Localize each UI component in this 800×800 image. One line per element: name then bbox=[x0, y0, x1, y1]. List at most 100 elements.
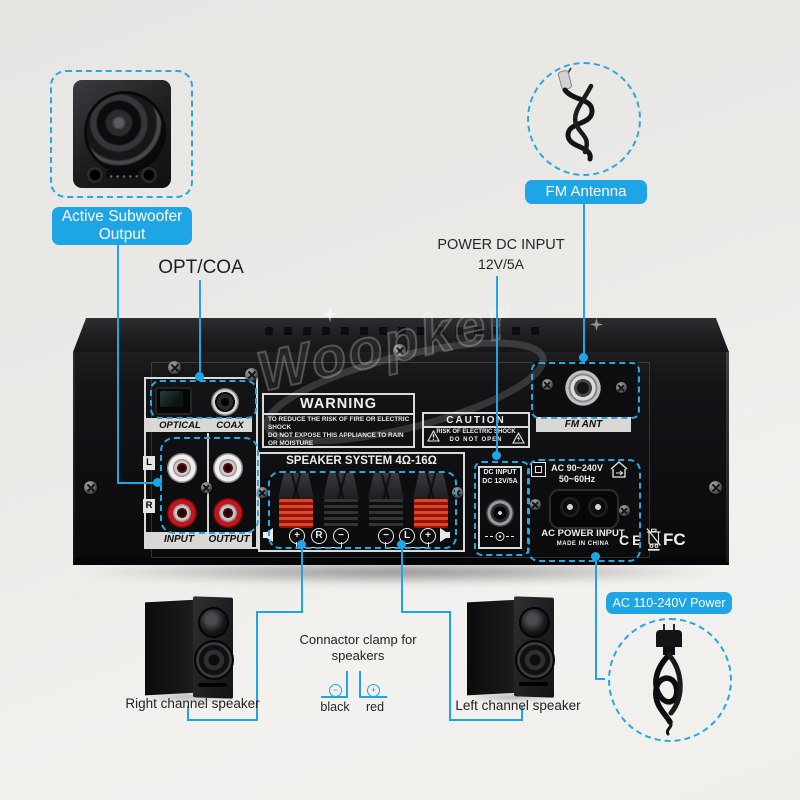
ac-power-line bbox=[595, 678, 605, 680]
dc-input-plate bbox=[478, 466, 522, 549]
speaker-system-label: SPEAKER SYSTEM 4Ω-16Ω bbox=[286, 455, 437, 467]
terminal-minus-symbol: − bbox=[378, 528, 394, 544]
ac-power-label-text: AC 110-240V Power bbox=[612, 595, 726, 610]
ac-inlet-c8 bbox=[549, 489, 619, 529]
screw-icon bbox=[393, 344, 406, 357]
fm-antenna-callout-line bbox=[583, 204, 585, 358]
screw-icon bbox=[201, 482, 212, 493]
vent-slots bbox=[265, 327, 541, 335]
tweeter-icon bbox=[198, 607, 229, 638]
speaker-shadow bbox=[462, 692, 562, 702]
clamp-red-label: red bbox=[365, 700, 385, 714]
speaker-shadow bbox=[140, 692, 240, 702]
right-speaker-line bbox=[187, 706, 189, 721]
rca-input-left bbox=[167, 453, 197, 483]
caution-title: CAUTION bbox=[424, 414, 528, 428]
power-cable-callout-circle bbox=[608, 618, 732, 742]
subwoofer-callout-line bbox=[117, 245, 119, 484]
coax-label: COAX bbox=[216, 420, 244, 431]
left-speaker-line bbox=[401, 545, 403, 613]
caution-plate: CAUTION RISK OF ELECTRIC SHOCK DO NOT OP… bbox=[422, 412, 530, 448]
ac-power-label: AC 110-240V Power bbox=[606, 592, 732, 614]
fm-ant-target-box bbox=[531, 362, 640, 419]
right-speaker-image bbox=[145, 596, 234, 699]
power-dc-input-value: 12V/5A bbox=[478, 256, 524, 272]
warning-plate: WARNING TO REDUCE THE RISK OF FIRE OR EL… bbox=[262, 393, 415, 448]
left-speaker-line bbox=[449, 719, 523, 721]
speaker-terminals-target-box bbox=[268, 471, 457, 549]
dc-input-target-box bbox=[474, 461, 530, 556]
tweeter-icon bbox=[519, 607, 550, 638]
dc-polarity-icon bbox=[485, 532, 515, 541]
power-cable-image bbox=[653, 624, 683, 736]
made-in-china-label: MADE IN CHINA bbox=[556, 541, 610, 547]
clamp-lever-black bbox=[324, 499, 358, 528]
dc-barrel-jack bbox=[486, 499, 514, 527]
woofer-icon bbox=[194, 640, 234, 680]
ac-power-input-label: AC POWER INPUT bbox=[541, 528, 625, 539]
warning-text: TO REDUCE THE RISK OF FIRE OR ELECTRIC S… bbox=[268, 416, 414, 448]
subwoofer-knobs-icon bbox=[106, 170, 138, 178]
screw-icon bbox=[452, 487, 463, 498]
coax-port bbox=[211, 388, 239, 416]
terminal-r-symbol: R bbox=[311, 528, 327, 544]
left-speaker-line bbox=[521, 706, 523, 721]
optical-port bbox=[155, 387, 192, 415]
ce-mark: CE bbox=[619, 532, 645, 548]
opt-coa-label: OPT/COA bbox=[158, 257, 244, 278]
clamp-note: Connactor clamp for speakers bbox=[293, 632, 423, 663]
warning-line: DO NOT EXPOSE THIS APPLIANCE TO RAIN bbox=[268, 432, 404, 439]
fcc-mark: FC bbox=[663, 530, 686, 549]
warning-line: OR MOISTURE bbox=[268, 440, 314, 447]
speaker-port-slot bbox=[198, 683, 227, 687]
subwoofer-driver-icon bbox=[84, 91, 166, 173]
dc-input-callout-dot bbox=[492, 451, 501, 460]
screw-icon bbox=[619, 505, 630, 516]
ac-power-line bbox=[595, 557, 597, 680]
speaker-port-slot bbox=[519, 682, 548, 686]
caution-line1: RISK OF ELECTRIC SHOCK bbox=[436, 429, 516, 435]
speaker-side-panel bbox=[145, 599, 197, 696]
speaker-left-dot bbox=[397, 540, 406, 549]
rca-target-box bbox=[160, 437, 259, 534]
input-output-strip bbox=[146, 532, 252, 547]
input-label: INPUT bbox=[164, 534, 194, 545]
subwoofer-callout-box bbox=[50, 70, 193, 198]
active-subwoofer-label: Active Subwoofer Output bbox=[52, 207, 192, 245]
clamp-red-line bbox=[359, 696, 387, 698]
clamp-black-line bbox=[346, 671, 348, 698]
clamp-red-line bbox=[359, 671, 361, 698]
clamp-terminal-cap bbox=[323, 473, 359, 499]
fm-antenna-callout-circle bbox=[527, 62, 641, 176]
subwoofer-image bbox=[73, 80, 171, 188]
warning-line: SHOCK bbox=[268, 424, 292, 431]
lightning-triangle-icon bbox=[512, 432, 525, 444]
dc-input-label: DC INPUT bbox=[483, 469, 517, 476]
right-speaker-label: Right channel speaker bbox=[125, 696, 260, 711]
left-speaker-image bbox=[467, 596, 555, 698]
exclamation-triangle-icon bbox=[427, 430, 440, 442]
speaker-glyph-icon bbox=[440, 528, 450, 542]
clamp-terminal-cap bbox=[278, 473, 314, 499]
screw-icon bbox=[84, 481, 97, 494]
left-speaker-label: Left channel speaker bbox=[455, 698, 581, 713]
plus-badge-icon: + bbox=[367, 684, 380, 697]
fm-antenna-callout-dot bbox=[579, 353, 588, 362]
rca-output-right bbox=[213, 498, 243, 528]
amp-right-edge bbox=[726, 352, 729, 562]
speaker-right-dot bbox=[297, 540, 306, 549]
weee-bin-icon bbox=[646, 528, 662, 551]
fm-antenna-image bbox=[557, 67, 595, 162]
right-speaker-line bbox=[301, 545, 303, 613]
opt-coa-target-box bbox=[150, 380, 257, 419]
screw-icon bbox=[616, 382, 627, 393]
opt-coa-callout-line bbox=[199, 280, 201, 376]
optical-coax-strip bbox=[146, 418, 252, 432]
clamp-terminal-cap bbox=[413, 473, 449, 499]
subwoofer-port-icon bbox=[141, 167, 157, 183]
ac-inlet-pin bbox=[560, 497, 580, 517]
active-subwoofer-line1: Active Subwoofer bbox=[61, 208, 183, 226]
fm-ant-strip bbox=[536, 417, 631, 432]
speaker-side-panel bbox=[467, 599, 519, 696]
optical-label: OPTICAL bbox=[159, 420, 201, 431]
